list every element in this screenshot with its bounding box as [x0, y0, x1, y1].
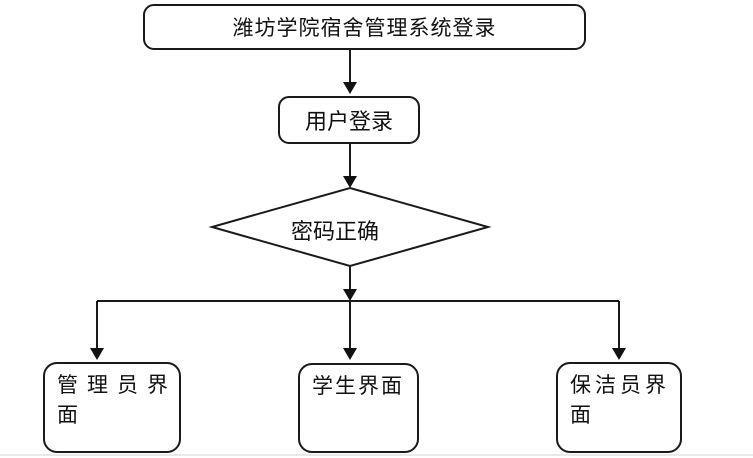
node-user-login: 用户登录 — [278, 96, 420, 144]
node-system-login-title-label: 潍坊学院宿舍管理系统登录 — [232, 17, 497, 40]
node-student-interface-label: 学生界面 — [312, 375, 404, 398]
node-cleaner-interface-label: 保洁员界面 — [570, 374, 670, 427]
node-cleaner-interface: 保洁员界面 — [556, 362, 682, 453]
node-admin-interface: 管理员界面 — [43, 362, 181, 453]
arrow-decision-to-branch — [343, 266, 357, 301]
arrow-branch-to-admin — [90, 301, 104, 360]
arrow-title-to-login — [343, 50, 357, 94]
node-admin-interface-label: 管理员界面 — [57, 374, 177, 427]
arrow-branch-to-cleaner — [612, 301, 626, 360]
arrow-login-to-decision — [343, 144, 357, 188]
node-system-login-title: 潍坊学院宿舍管理系统登录 — [143, 4, 586, 50]
node-password-decision-label: 密码正确 — [290, 219, 379, 244]
node-student-interface: 学生界面 — [298, 363, 419, 453]
node-user-login-label: 用户登录 — [304, 109, 393, 134]
arrow-branch-to-student — [343, 301, 357, 360]
scan-artifact-line — [0, 454, 753, 456]
